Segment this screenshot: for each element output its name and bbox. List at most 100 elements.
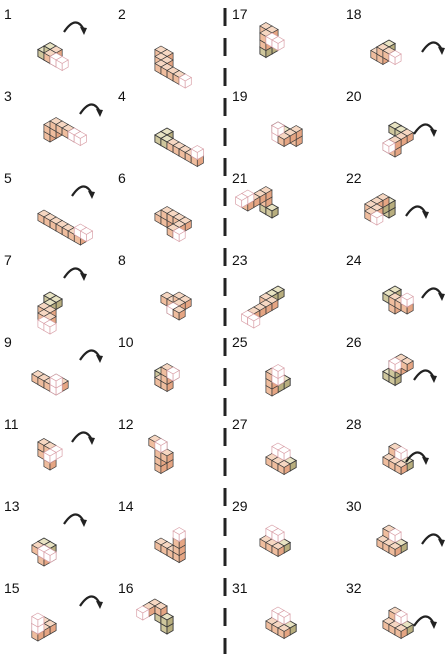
cube-snake-illustration	[118, 334, 228, 416]
arrow-head	[422, 211, 429, 219]
step-7: 7	[4, 252, 114, 334]
ghost-cube	[278, 447, 290, 461]
cube-snake-illustration	[232, 334, 342, 416]
ghost-cube	[155, 439, 167, 453]
step-23: 23	[232, 252, 342, 334]
cube-snake-illustration	[232, 252, 342, 334]
ghost-cube	[137, 606, 149, 620]
ghost-cube	[191, 146, 203, 160]
ghost-cube	[236, 194, 248, 208]
arrow-head	[430, 129, 437, 137]
cube-snake-illustration	[4, 170, 114, 252]
ghost-cube	[50, 374, 62, 388]
ghost-cube	[383, 140, 395, 154]
cube-snake-illustration	[346, 416, 446, 498]
arrow-head	[438, 539, 445, 547]
orange-cube	[278, 625, 290, 639]
step-9: 9	[4, 334, 114, 416]
arrow-head	[430, 621, 437, 629]
step-31: 31	[232, 580, 342, 662]
ghost-cube	[56, 57, 68, 71]
step-2: 2	[118, 6, 228, 88]
orange-cube	[395, 461, 407, 475]
step-10: 10	[118, 334, 228, 416]
step-25: 25	[232, 334, 342, 416]
ghost-cube	[167, 367, 179, 381]
cube-snake-illustration	[232, 580, 342, 662]
cube-snake-illustration	[118, 170, 228, 252]
ghost-cube	[278, 611, 290, 625]
step-26: 26	[346, 334, 446, 416]
step-27: 27	[232, 416, 342, 498]
step-24: 24	[346, 252, 446, 334]
step-15: 15	[4, 580, 114, 662]
ghost-cube	[44, 549, 56, 563]
step-22: 22	[346, 170, 446, 252]
arrow-head	[438, 47, 445, 55]
ghost-cube	[173, 228, 185, 242]
step-3: 3	[4, 88, 114, 170]
cube-snake-illustration	[346, 252, 446, 334]
cube-snake-illustration	[232, 6, 342, 88]
step-6: 6	[118, 170, 228, 252]
cube-snake-illustration	[4, 88, 114, 170]
ghost-cube	[44, 449, 56, 463]
step-28: 28	[346, 416, 446, 498]
cube-snake-illustration	[118, 252, 228, 334]
ghost-cube	[80, 228, 92, 242]
ghost-cube	[389, 51, 401, 65]
orange-cube	[395, 625, 407, 639]
ghost-cube	[44, 320, 56, 334]
cube-snake-illustration	[232, 170, 342, 252]
ghost-cube	[395, 611, 407, 625]
ghost-cube	[74, 132, 86, 146]
ghost-cube	[371, 211, 383, 225]
step-20: 20	[346, 88, 446, 170]
step-8: 8	[118, 252, 228, 334]
cube-snake-illustration	[346, 170, 446, 252]
step-12: 12	[118, 416, 228, 498]
cube-snake-illustration	[232, 498, 342, 580]
orange-cube	[389, 543, 401, 557]
orange-cube	[155, 603, 167, 617]
orange-cube	[401, 358, 413, 372]
cube-snake-illustration	[232, 416, 342, 498]
ghost-cube	[272, 122, 284, 136]
step-18: 18	[346, 6, 446, 88]
cube-snake-illustration	[346, 88, 446, 170]
cube-snake-illustration	[118, 416, 228, 498]
step-14: 14	[118, 498, 228, 580]
ghost-cube	[389, 529, 401, 543]
cube-snake-illustration	[346, 498, 446, 580]
arrow-head	[96, 601, 103, 609]
arrow-head	[430, 375, 437, 383]
cube-snake-illustration	[118, 580, 228, 662]
orange-cube	[278, 461, 290, 475]
ghost-cube	[179, 74, 191, 88]
cube-snake-illustration	[4, 252, 114, 334]
cube-snake-illustration	[118, 88, 228, 170]
arrow-head	[80, 519, 87, 527]
cube-snake-illustration	[4, 416, 114, 498]
ghost-cube	[248, 314, 260, 328]
cube-snake-illustration	[346, 580, 446, 662]
cube-snake-illustration	[4, 334, 114, 416]
cube-snake-illustration	[4, 498, 114, 580]
step-19: 19	[232, 88, 342, 170]
step-17: 17	[232, 6, 342, 88]
cube-snake-illustration	[232, 88, 342, 170]
step-11: 11	[4, 416, 114, 498]
cube-snake-illustration	[118, 498, 228, 580]
orange-cube	[173, 306, 185, 320]
arrow-head	[80, 273, 87, 281]
step-16: 16	[118, 580, 228, 662]
cube-snake-illustration	[4, 6, 114, 88]
ghost-cube	[272, 529, 284, 543]
ghost-cube	[272, 37, 284, 51]
cube-snake-illustration	[118, 6, 228, 88]
arrow-head	[96, 109, 103, 117]
cube-snake-illustration	[346, 334, 446, 416]
step-29: 29	[232, 498, 342, 580]
ghost-cube	[389, 358, 401, 372]
